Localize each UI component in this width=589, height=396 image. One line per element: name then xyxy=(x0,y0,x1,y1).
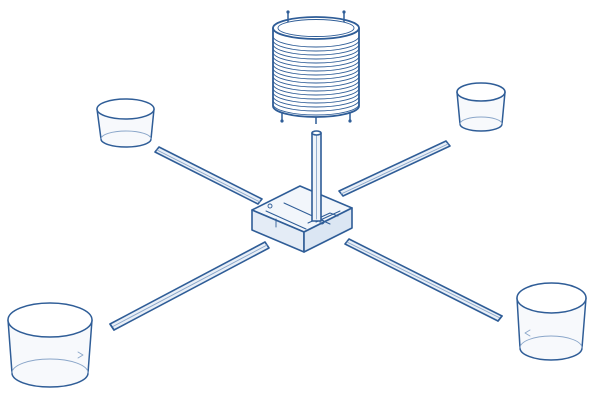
vertical-feed-pipe xyxy=(311,130,322,222)
reservoir-ring xyxy=(272,39,360,52)
cup-top-left xyxy=(96,98,155,148)
central-hub xyxy=(251,185,353,253)
reservoir-ring xyxy=(272,87,360,100)
reservoir-ring xyxy=(272,95,360,108)
reservoir-ring xyxy=(272,35,360,48)
arm-bottom-left xyxy=(109,241,270,331)
reservoir-icon xyxy=(272,35,360,116)
reservoir-ring xyxy=(272,83,360,96)
reservoir-ring xyxy=(272,99,360,112)
cup-bottom-right xyxy=(516,282,587,361)
arm-top-right xyxy=(338,140,451,197)
cup-top-right xyxy=(456,82,506,132)
reservoir-ring xyxy=(272,43,360,56)
reservoir-ring xyxy=(272,71,360,84)
reservoir-ring xyxy=(272,47,360,60)
reservoir-ring xyxy=(272,63,360,76)
reservoir-ring xyxy=(272,79,360,92)
central-reservoir xyxy=(272,10,360,124)
reservoir-ring xyxy=(272,55,360,68)
reservoir-ring xyxy=(272,91,360,104)
arm-bottom-right xyxy=(344,238,503,322)
reservoir-ring xyxy=(272,59,360,72)
arm-top-left xyxy=(154,146,263,205)
reservoir-ring xyxy=(272,103,360,116)
reservoir-ring xyxy=(272,75,360,88)
reservoir-ring xyxy=(272,67,360,80)
cup-bottom-left xyxy=(7,302,93,388)
reservoir-ring xyxy=(272,51,360,64)
